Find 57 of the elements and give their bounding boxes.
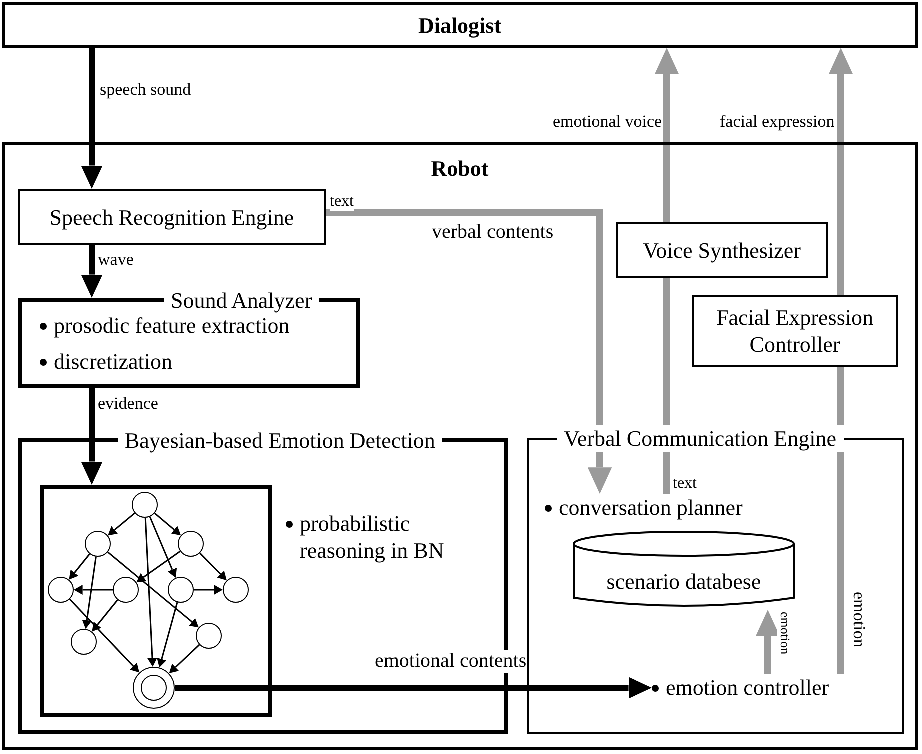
arrow <box>108 512 136 536</box>
arrow <box>136 550 181 582</box>
arrow <box>82 556 97 630</box>
connector-line <box>664 278 670 494</box>
bullet-text: conversation planner <box>559 494 744 521</box>
arrow <box>92 600 118 632</box>
arrow <box>169 644 200 674</box>
network-node-circle <box>48 577 74 603</box>
network-node-circle <box>71 629 97 655</box>
process-box <box>18 189 326 245</box>
edge-label: speech sound <box>100 80 192 100</box>
box-label: Voice Synthesizer <box>642 236 802 264</box>
connector-line <box>838 367 844 674</box>
arrow <box>654 48 680 222</box>
arrow <box>74 585 113 595</box>
box-label: scenario databese <box>606 568 762 594</box>
arrow <box>69 598 140 673</box>
edge-label: emotional contents <box>375 650 527 673</box>
network-node-circle <box>85 531 111 557</box>
arrow <box>69 554 90 580</box>
bullet-text: emotion controller <box>666 674 830 701</box>
arrow <box>81 388 103 485</box>
bullet-text: probabilistic reasoning in BN <box>300 510 446 564</box>
network-node-circle <box>196 623 222 649</box>
process-box <box>616 222 828 278</box>
network-node-circle <box>223 577 249 603</box>
arrow <box>144 518 158 667</box>
process-box <box>692 295 898 367</box>
arrow <box>108 552 199 628</box>
arrow <box>154 512 182 536</box>
bullet-text: prosodic feature extraction <box>54 313 291 339</box>
actor-box <box>2 2 918 48</box>
network-node-circle <box>178 531 204 557</box>
group-title: Verbal Communication Engine <box>557 425 844 452</box>
heading: Dialogist <box>417 12 503 38</box>
output-node-circle <box>133 667 175 709</box>
arrow <box>200 552 227 581</box>
arrow <box>194 585 223 595</box>
bullet-text: discretization <box>54 348 174 375</box>
arrow <box>149 516 178 578</box>
arrow <box>326 210 612 494</box>
network-node-circle <box>132 492 158 518</box>
box-label: Facial Expression Controller <box>715 304 875 358</box>
box-label: Speech Recognition Engine <box>48 204 296 230</box>
edge-label: facial expression <box>720 112 835 132</box>
arrow <box>81 48 103 189</box>
system-container <box>2 142 918 750</box>
arrow <box>828 48 854 295</box>
network-node-circle <box>113 577 139 603</box>
network-node-circle <box>168 577 194 603</box>
database-cylinder <box>572 530 796 610</box>
arrow <box>175 677 652 699</box>
arrow <box>157 602 178 668</box>
network-panel <box>40 485 272 717</box>
edge-label: emotion <box>777 612 793 655</box>
heading: Robot <box>430 155 490 182</box>
arrow <box>81 245 103 298</box>
